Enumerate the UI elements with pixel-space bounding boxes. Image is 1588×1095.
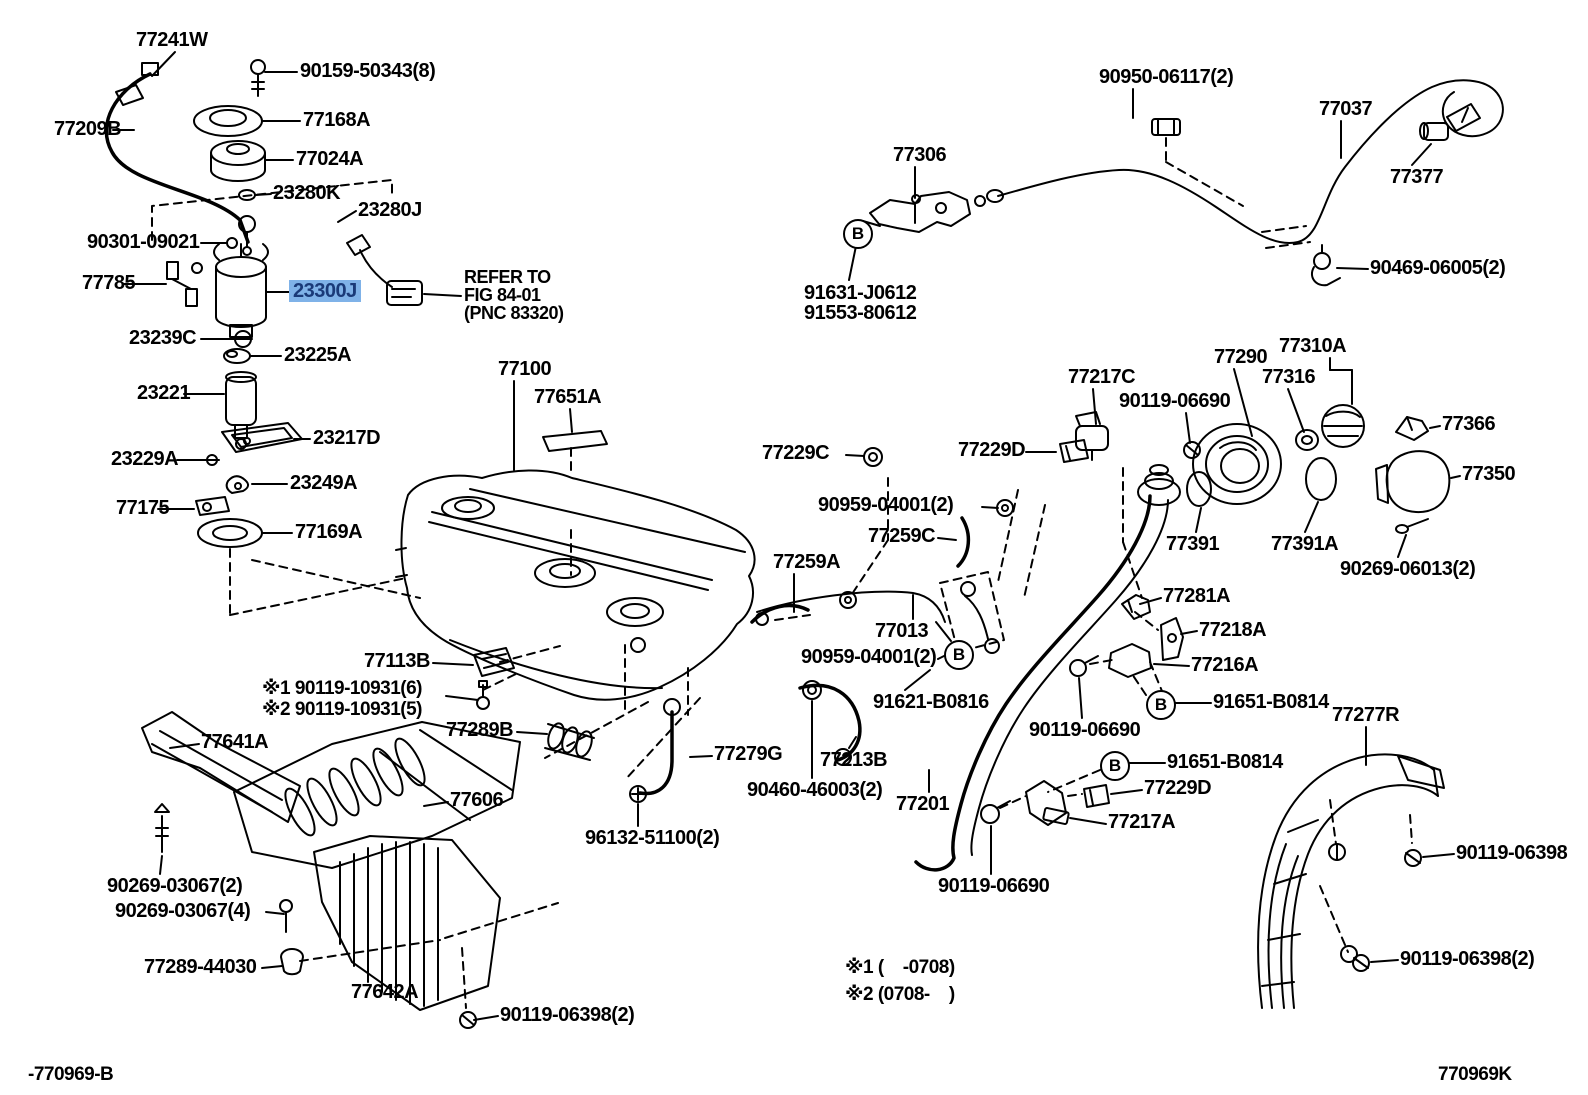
callout-marker-B: B xyxy=(843,219,873,249)
part-label-77169A[interactable]: 77169A xyxy=(295,521,363,543)
part-label-77259C[interactable]: 77259C xyxy=(868,525,936,547)
part-label-77201[interactable]: 77201 xyxy=(896,793,950,815)
fuel-tank-art xyxy=(395,430,811,781)
callout-marker-B: B xyxy=(1100,751,1130,781)
part-label-77641A[interactable]: 77641A xyxy=(201,731,269,753)
part-label-77391A[interactable]: 77391A xyxy=(1271,533,1339,555)
part-label-77306[interactable]: 77306 xyxy=(893,144,947,166)
part-label-23221[interactable]: 23221 xyxy=(137,382,191,404)
part-label-90301-09021[interactable]: 90301-09021 xyxy=(87,231,200,253)
fuel-pump-assembly-art xyxy=(104,59,423,616)
release-cable-art xyxy=(862,79,1504,287)
leader-lines xyxy=(112,51,1461,1021)
callout-marker-B: B xyxy=(1146,690,1176,720)
part-label-77259A[interactable]: 77259A xyxy=(773,551,841,573)
part-label-77217C[interactable]: 77217C xyxy=(1068,366,1136,388)
part-label-77229C[interactable]: 77229C xyxy=(762,442,830,464)
callout-marker-B: B xyxy=(944,640,974,670)
part-label-77213B[interactable]: 77213B xyxy=(820,749,888,771)
part-label-77289-44030[interactable]: 77289-44030 xyxy=(144,956,257,978)
part-label-77218A[interactable]: 77218A xyxy=(1199,619,1267,641)
part-label-90119-06690[interactable]: 90119-06690 xyxy=(1119,390,1231,412)
part-label-90119-06398-2[interactable]: 90119-06398(2) xyxy=(500,1004,635,1026)
part-label-90269-06013-2[interactable]: 90269-06013(2) xyxy=(1340,558,1476,580)
fiche-code-left: -770969-B xyxy=(28,1064,114,1085)
part-label-77290[interactable]: 77290 xyxy=(1214,346,1268,368)
part-label-90119-06690[interactable]: 90119-06690 xyxy=(1029,719,1141,741)
part-label-77037[interactable]: 77037 xyxy=(1319,98,1373,120)
part-label-23239C[interactable]: 23239C xyxy=(129,327,197,349)
part-label-77316[interactable]: 77316 xyxy=(1262,366,1316,388)
part-label-90269-03067-4[interactable]: 90269-03067(4) xyxy=(115,900,251,922)
filler-pipe-art xyxy=(914,404,1451,872)
part-label-77606[interactable]: 77606 xyxy=(450,789,504,811)
part-label-77229D[interactable]: 77229D xyxy=(1144,777,1212,799)
part-label-77366[interactable]: 77366 xyxy=(1442,413,1496,435)
part-label-77350[interactable]: 77350 xyxy=(1462,463,1516,485)
part-label-77229D[interactable]: 77229D xyxy=(958,439,1026,461)
pipe-protector-art xyxy=(1257,753,1445,1009)
part-label-77277R[interactable]: 77277R xyxy=(1332,704,1400,726)
part-label-23225A[interactable]: 23225A xyxy=(284,344,352,366)
part-label-77377[interactable]: 77377 xyxy=(1390,166,1444,188)
part-label-77013[interactable]: 77013 xyxy=(875,620,929,642)
part-label-77642A[interactable]: 77642A xyxy=(351,981,419,1003)
part-label-23280K[interactable]: 23280K xyxy=(273,182,341,204)
part-label-90959-04001-2[interactable]: 90959-04001(2) xyxy=(801,646,937,668)
part-label-90460-46003-2[interactable]: 90460-46003(2) xyxy=(747,779,883,801)
part-label-90469-06005-2[interactable]: 90469-06005(2) xyxy=(1370,257,1506,279)
part-label-77217A[interactable]: 77217A xyxy=(1108,811,1176,833)
part-label-23249A[interactable]: 23249A xyxy=(290,472,358,494)
part-label-77241W[interactable]: 77241W xyxy=(136,29,208,51)
part-label-23280J[interactable]: 23280J xyxy=(358,199,422,221)
part-label-77209B[interactable]: 77209B xyxy=(54,118,122,140)
part-label-90159-50343-8[interactable]: 90159-50343(8) xyxy=(300,60,436,82)
part-label-90119-06690[interactable]: 90119-06690 xyxy=(938,875,1050,897)
part-label-77100[interactable]: 77100 xyxy=(498,358,552,380)
part-label-77785[interactable]: 77785 xyxy=(82,272,136,294)
part-label-77024A[interactable]: 77024A xyxy=(296,148,364,170)
part-label-23229A[interactable]: 23229A xyxy=(111,448,179,470)
part-label-1-90119-10931-6[interactable]: ※1 90119-10931(6) xyxy=(262,678,423,699)
part-label-91631-J0612-91553-80612[interactable]: 91631-J0612 91553-80612 xyxy=(804,282,917,324)
part-label-91651-B0814[interactable]: 91651-B0814 xyxy=(1213,691,1329,713)
part-label-91621-B0816[interactable]: 91621-B0816 xyxy=(873,691,989,713)
part-label-23300J[interactable]: 23300J xyxy=(289,280,361,302)
fiche-code-right: 770969K xyxy=(1438,1064,1512,1085)
part-label-91651-B0814[interactable]: 91651-B0814 xyxy=(1167,751,1283,773)
part-label-90119-06398-2[interactable]: 90119-06398(2) xyxy=(1400,948,1535,970)
part-label-96132-51100-2[interactable]: 96132-51100(2) xyxy=(585,827,720,849)
part-label-90950-06117-2[interactable]: 90950-06117(2) xyxy=(1099,66,1234,88)
part-label-77651A[interactable]: 77651A xyxy=(534,386,602,408)
heat-shields-art xyxy=(141,711,559,1029)
part-label-REFER-TO-FIG-84-01-PNC-83320[interactable]: REFER TO FIG 84-01 (PNC 83320) xyxy=(464,267,564,323)
part-label-2-90119-10931-5[interactable]: ※2 90119-10931(5) xyxy=(262,699,423,720)
part-label-23217D[interactable]: 23217D xyxy=(313,427,381,449)
part-label-90269-03067-2[interactable]: 90269-03067(2) xyxy=(107,875,243,897)
part-label-77168A[interactable]: 77168A xyxy=(303,109,371,131)
tank-hoses-art xyxy=(473,447,1046,803)
part-label-1-0708[interactable]: ※1 ( -0708) xyxy=(845,957,955,978)
part-label-77310A[interactable]: 77310A xyxy=(1279,335,1347,357)
part-label-90119-06398[interactable]: 90119-06398 xyxy=(1456,842,1568,864)
part-label-90959-04001-2[interactable]: 90959-04001(2) xyxy=(818,494,954,516)
part-label-77279G[interactable]: 77279G xyxy=(714,743,783,765)
part-label-77216A[interactable]: 77216A xyxy=(1191,654,1259,676)
part-label-77175[interactable]: 77175 xyxy=(116,497,170,519)
part-label-2-0708[interactable]: ※2 (0708- ) xyxy=(845,984,955,1005)
part-label-77289B[interactable]: 77289B xyxy=(446,719,514,741)
part-label-77281A[interactable]: 77281A xyxy=(1163,585,1231,607)
part-label-77391[interactable]: 77391 xyxy=(1166,533,1220,555)
part-label-77113B[interactable]: 77113B xyxy=(364,650,430,672)
